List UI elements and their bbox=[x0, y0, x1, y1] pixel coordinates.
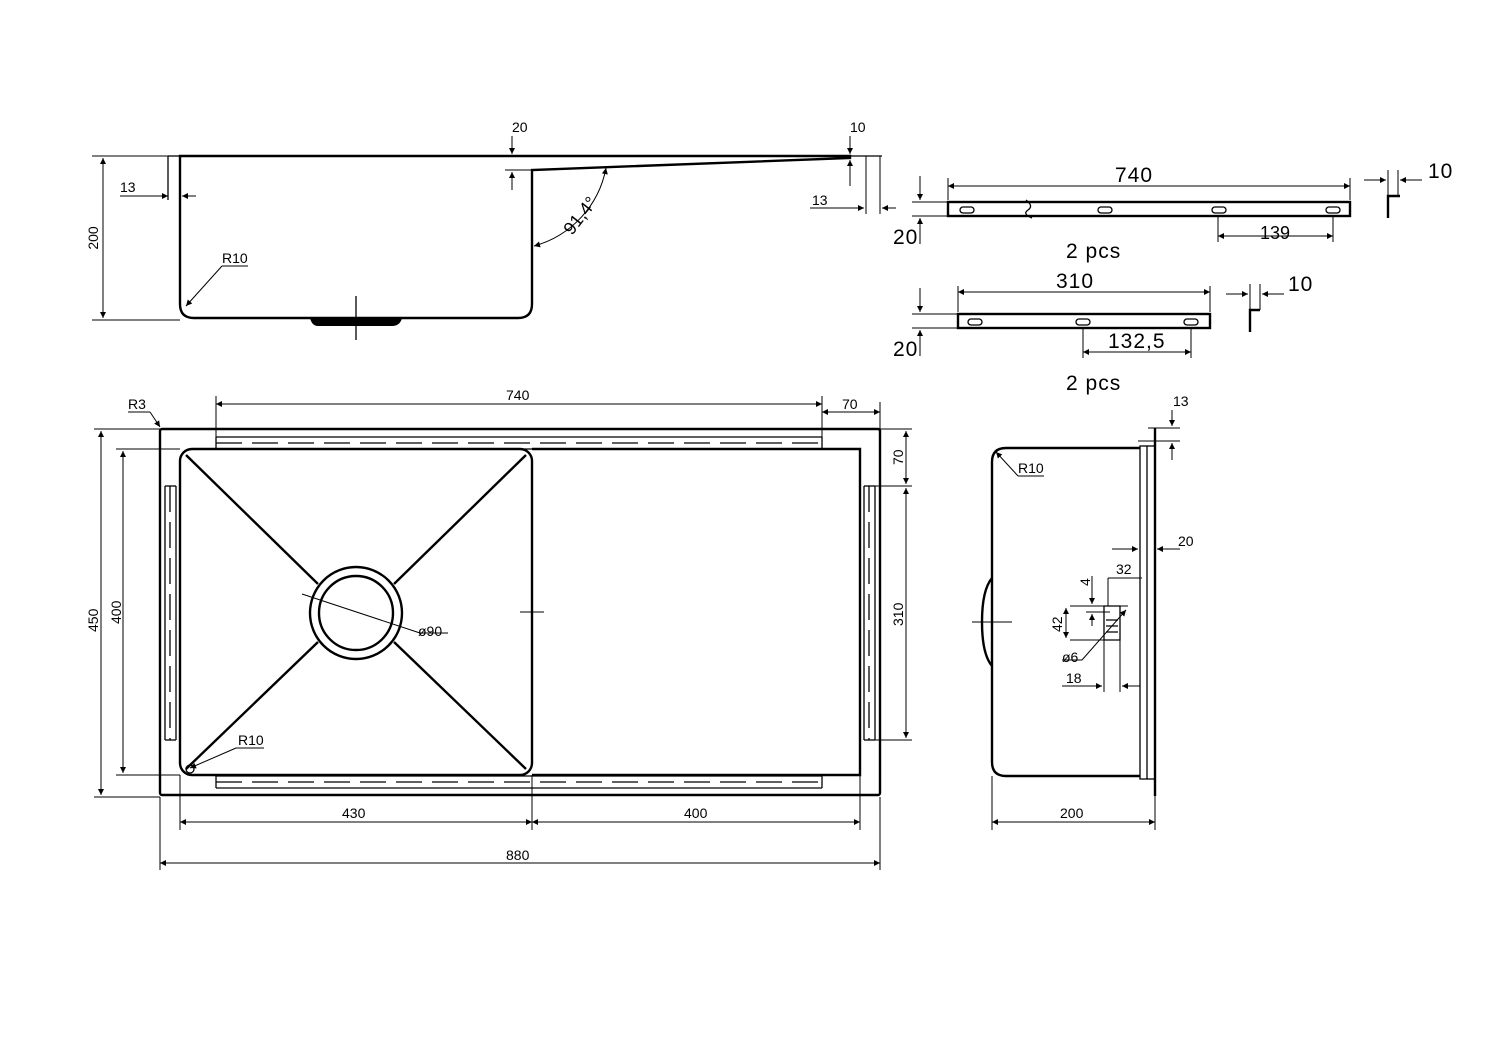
rail-short-label: 310 bbox=[890, 602, 906, 626]
side-view-profile bbox=[178, 154, 852, 320]
bracket-long: 740 20 139 10 2 pcs bbox=[893, 160, 1453, 263]
slot-hole bbox=[1183, 318, 1199, 326]
slot-hole bbox=[1075, 318, 1091, 326]
end-depth-label: 200 bbox=[1060, 805, 1084, 821]
right-margin-label: 70 bbox=[890, 449, 906, 465]
bracket-short-spacing: 132,5 bbox=[1108, 330, 1166, 353]
end-view-outline bbox=[990, 446, 1140, 778]
bracket-long-spacing: 139 bbox=[1260, 223, 1290, 243]
side-step-label: 20 bbox=[512, 119, 528, 135]
bracket-long-height: 20 bbox=[893, 226, 918, 249]
side-angle-label: 91,4° bbox=[559, 193, 601, 239]
plan-view: ø90 R3 740 70 bbox=[85, 387, 912, 870]
bracket-short-thickness: 10 bbox=[1288, 273, 1313, 296]
bracket-long-quantity: 2 pcs bbox=[1066, 240, 1121, 263]
rail-length-label: 740 bbox=[506, 387, 530, 403]
end-slot-gap-label: 4 bbox=[1077, 578, 1093, 586]
bracket-short-length: 310 bbox=[1056, 270, 1094, 293]
end-radius-label: R10 bbox=[1018, 460, 1044, 476]
slot-hole bbox=[1211, 206, 1227, 214]
end-offset-label: 20 bbox=[1178, 533, 1194, 549]
end-hole-offset-label: 18 bbox=[1066, 670, 1082, 686]
side-height-label: 200 bbox=[85, 226, 101, 250]
bracket-short: 310 20 132,5 10 2 pcs bbox=[893, 270, 1313, 395]
end-slot-height-label: 42 bbox=[1049, 616, 1065, 632]
bracket-short-height: 20 bbox=[893, 338, 918, 361]
side-tip-edge-label: 13 bbox=[812, 192, 828, 208]
end-hole-diameter-label: ø6 bbox=[1062, 649, 1079, 665]
drainer-outline bbox=[532, 447, 862, 777]
slot-hole bbox=[1097, 206, 1113, 214]
bracket-short-quantity: 2 pcs bbox=[1066, 372, 1121, 395]
slot-hole bbox=[967, 318, 983, 326]
side-tip-label: 10 bbox=[850, 119, 866, 135]
plan-outer-outline bbox=[158, 427, 882, 797]
side-view: 200 13 20 10 13 91,4° R10 bbox=[85, 119, 896, 340]
end-view: 13 R10 20 4 42 32 ø6 18 bbox=[972, 393, 1194, 830]
side-radius-label: R10 bbox=[222, 250, 248, 266]
end-slot-width-label: 32 bbox=[1116, 561, 1132, 577]
top-margin-label: 70 bbox=[842, 396, 858, 412]
bowl-radius-label: R10 bbox=[238, 732, 264, 748]
slot-hole bbox=[1325, 206, 1341, 214]
bowl-depth-label: 400 bbox=[108, 600, 124, 624]
slot-hole bbox=[959, 206, 975, 214]
overall-depth-label: 450 bbox=[85, 608, 101, 632]
corner-radius-label: R3 bbox=[128, 396, 146, 412]
drain-outer-ring bbox=[308, 565, 404, 661]
overall-width-label: 880 bbox=[506, 847, 530, 863]
end-flange-label: 13 bbox=[1173, 393, 1189, 409]
drainer-width-label: 400 bbox=[684, 805, 708, 821]
bracket-long-length: 740 bbox=[1115, 164, 1153, 187]
drain-inner-ring bbox=[317, 574, 395, 652]
drain-diameter-label: ø90 bbox=[418, 623, 442, 639]
bracket-long-thickness: 10 bbox=[1428, 160, 1453, 183]
bowl-width-label: 430 bbox=[342, 805, 366, 821]
side-flange-label: 13 bbox=[120, 179, 136, 195]
